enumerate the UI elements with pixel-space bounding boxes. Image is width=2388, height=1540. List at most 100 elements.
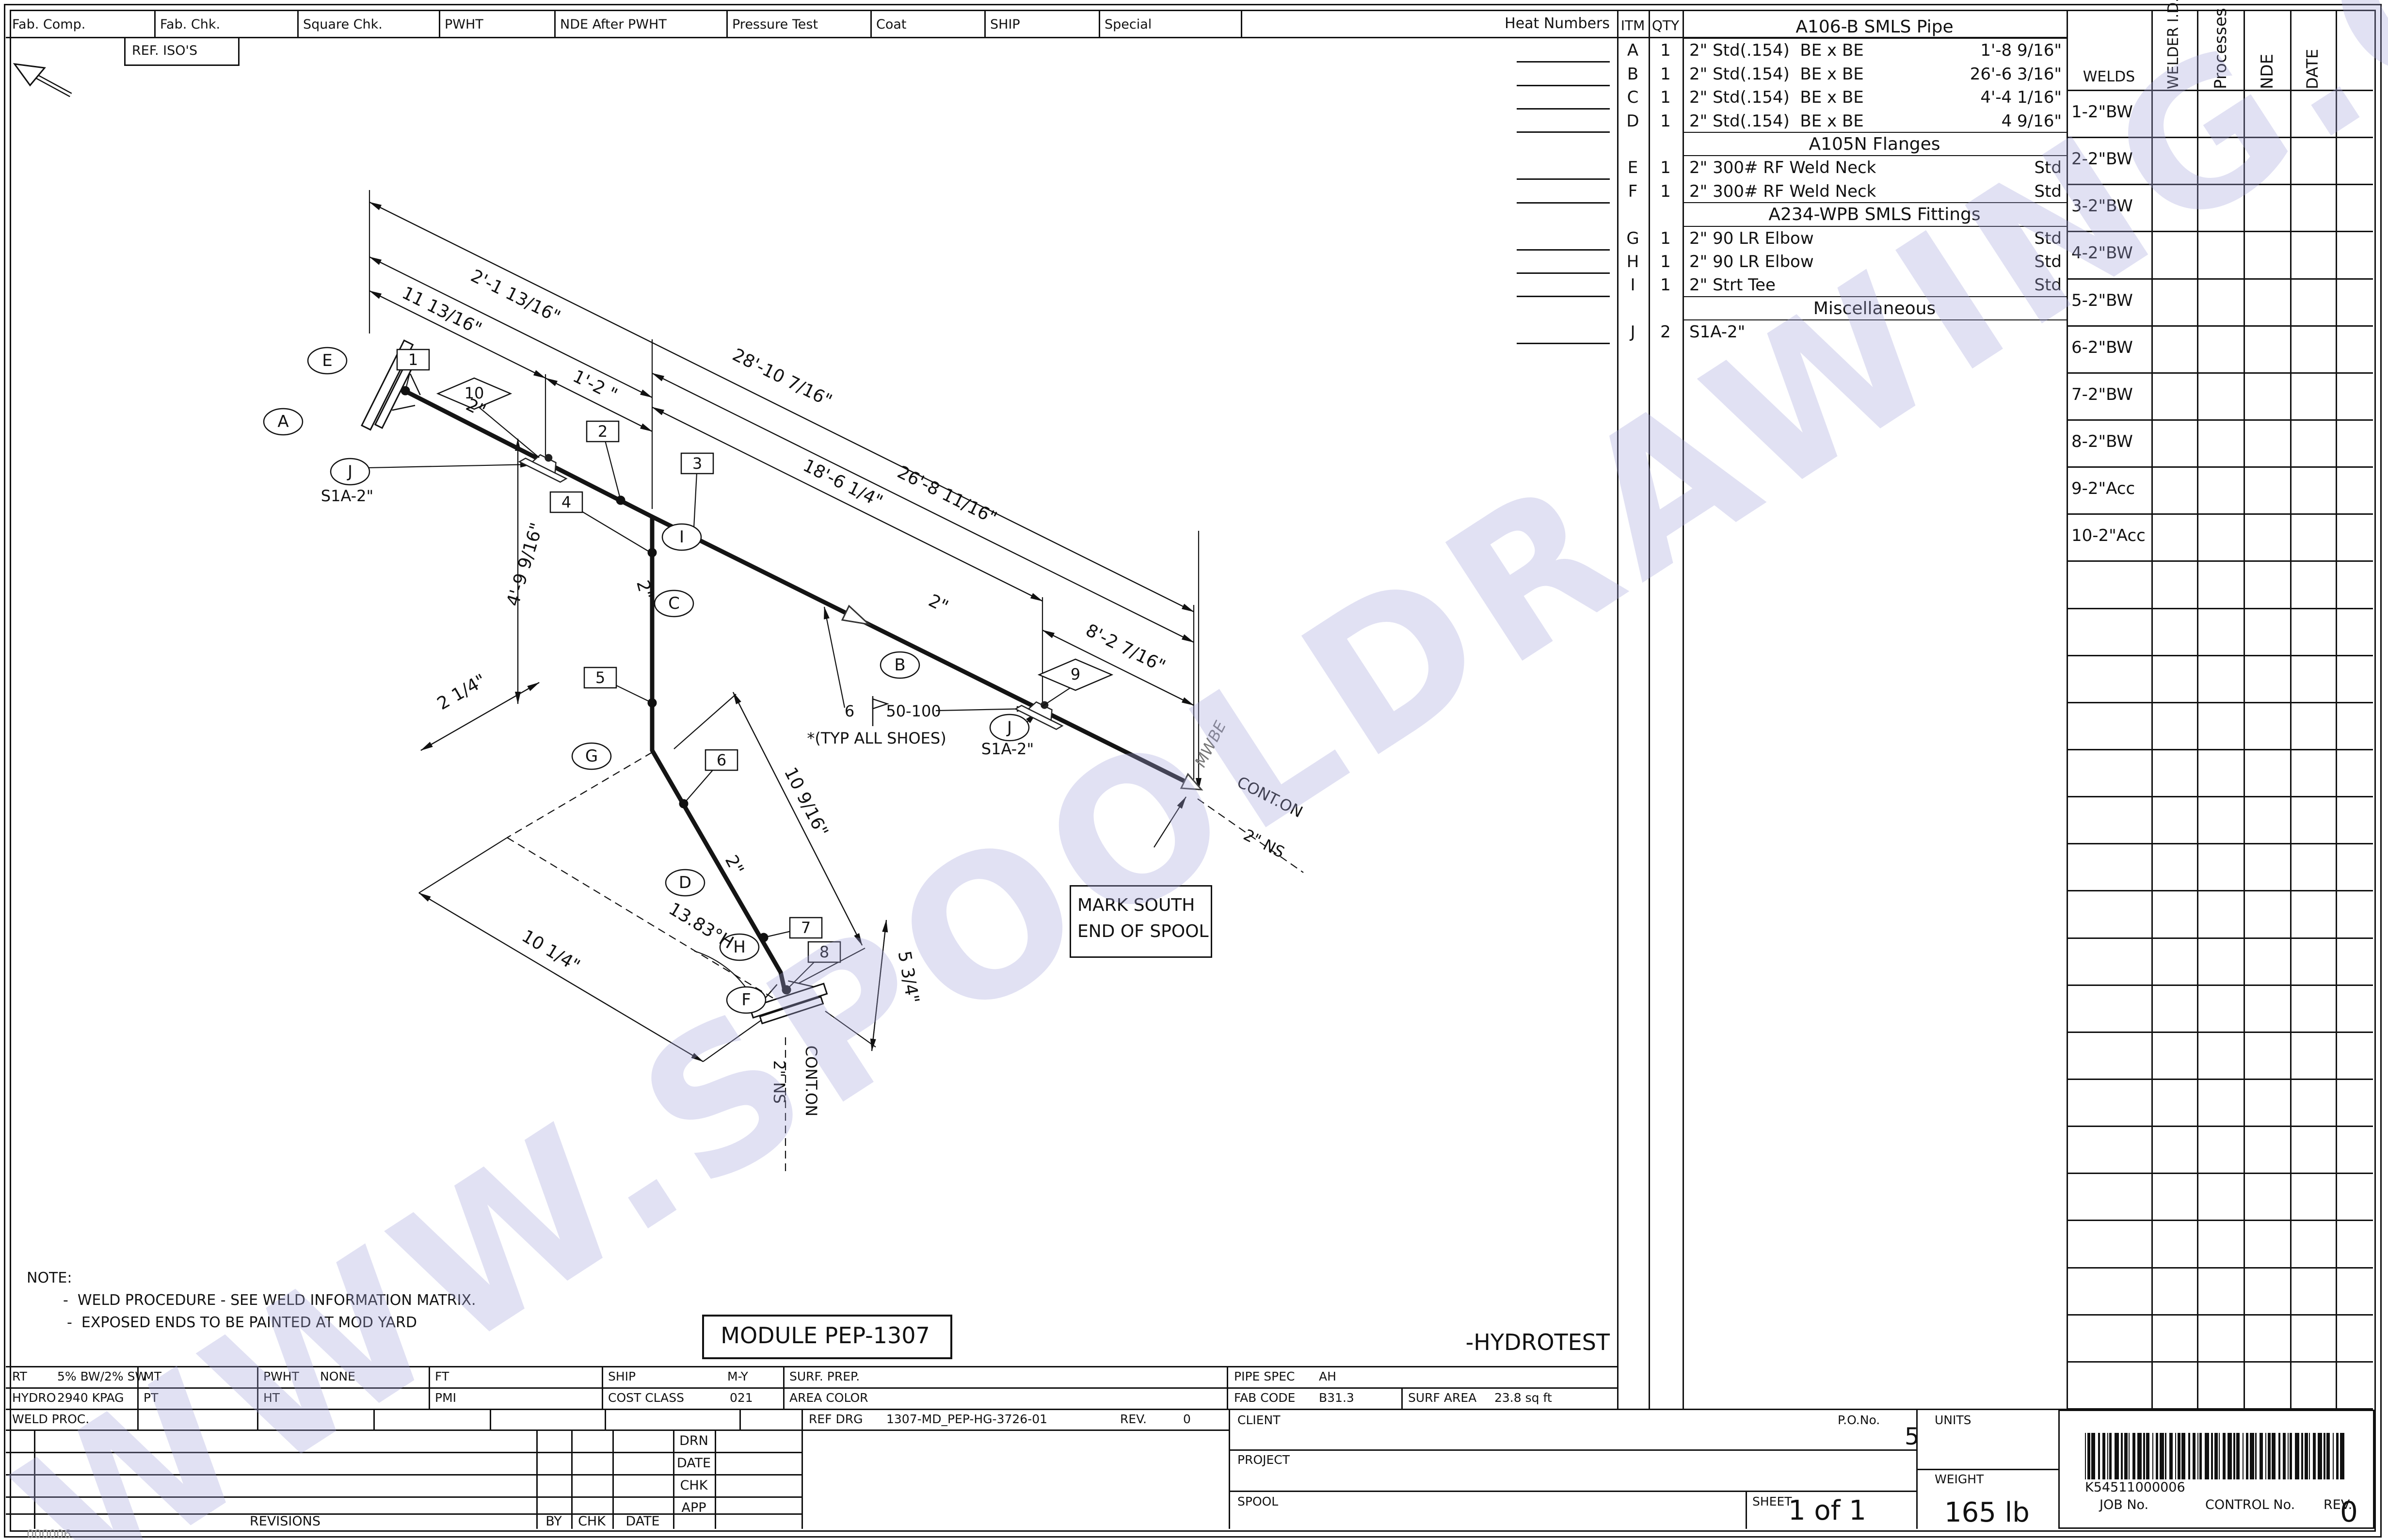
nde-header: NDE	[2258, 53, 2277, 89]
dim-line	[733, 692, 863, 946]
grid-hline	[6, 1429, 1229, 1431]
dim-label: 2"	[925, 591, 951, 617]
weld-row-line	[2067, 843, 2373, 844]
barcode-bar	[2324, 1433, 2325, 1479]
grid-vline	[2058, 1409, 2060, 1529]
barcode-bar	[2287, 1433, 2289, 1479]
hdr-nde-after: NDE After PWHT	[560, 17, 667, 32]
bom-qty: 1	[1660, 64, 1671, 84]
grid-vline	[870, 10, 872, 37]
tb-sheet-label: SHEET	[1752, 1494, 1792, 1508]
barcode-bar	[2188, 1433, 2190, 1479]
hdr-ship: SHIP	[990, 17, 1020, 32]
barcode-bar	[2236, 1433, 2240, 1479]
hdr-special: Special	[1105, 17, 1152, 32]
grid-vline	[1617, 10, 1619, 1409]
weld-row-label: 8-2"BW	[2071, 432, 2133, 451]
barcode-bar	[2087, 1433, 2090, 1479]
bom-itm: G	[1626, 228, 1639, 248]
item-balloon-letter: B	[894, 655, 905, 675]
barcode-bar	[2143, 1433, 2145, 1479]
dim-label: 28'-10 7/16"	[729, 345, 835, 411]
barcode-bar	[2109, 1433, 2112, 1479]
dim-line	[652, 407, 1043, 602]
barcode-bar	[2289, 1433, 2292, 1479]
tb-weight-value: 165 lb	[1944, 1497, 2030, 1528]
grid-vline	[257, 1409, 258, 1429]
bom-section-underline	[1683, 38, 2067, 39]
grid-hline	[6, 1496, 801, 1498]
weld-row-line	[2067, 1314, 2373, 1316]
bom-section-underline	[1683, 155, 2067, 157]
bom-length: Std	[2034, 252, 2062, 271]
barcode-bar	[2197, 1433, 2198, 1479]
tb-surfarea-value: 23.8 sq ft	[1494, 1391, 1552, 1405]
hdr-coat: Coat	[876, 17, 907, 32]
item-balloon	[880, 651, 920, 679]
barcode-bar	[2305, 1433, 2308, 1479]
bom-qty: 1	[1660, 228, 1671, 248]
bom-itm: A	[1627, 41, 1639, 61]
rev-row-label: CHK	[680, 1478, 708, 1493]
rev-row-label: DRN	[679, 1433, 708, 1448]
weld-row-line	[2067, 513, 2373, 515]
barcode-bar	[2214, 1433, 2218, 1479]
item-balloon-letter: J	[1006, 718, 1012, 737]
grid-hline	[2067, 90, 2373, 91]
dim-label: 11 13/16"	[399, 283, 485, 339]
pipe-shoe	[518, 454, 568, 483]
pipe-shoe	[1014, 701, 1064, 730]
barcode-bar	[2160, 1433, 2164, 1479]
barcode	[2085, 1433, 2347, 1479]
grid-hline	[6, 1366, 1617, 1367]
dim-label: 10 9/16"	[780, 764, 832, 840]
weld-row-line	[2067, 1267, 2373, 1269]
weld-point	[647, 548, 657, 557]
tb-client-label: CLIENT	[1237, 1413, 1281, 1427]
dim-label: 4'-9 9/16"	[503, 521, 547, 609]
grid-vline	[2244, 10, 2245, 1409]
tb-pmi-label: PMI	[435, 1391, 457, 1405]
mark-south-line2: END OF SPOOL	[1077, 921, 1209, 941]
bom-itm-header: ITM	[1620, 17, 1645, 33]
drawing-text: CONT.ON	[1234, 773, 1306, 821]
weld-row-line	[2067, 749, 2373, 750]
note-line2: - EXPOSED ENDS TO BE PAINTED AT MOD YARD	[67, 1314, 417, 1331]
bom-section-underline	[1683, 319, 2067, 321]
tb-rt-value: 5% BW/2% SW	[57, 1369, 147, 1383]
barcode-bar	[2336, 1433, 2339, 1479]
dim-label: 26'-8 11/16"	[894, 462, 1000, 528]
barcode-bar	[2098, 1433, 2100, 1479]
pipe-d	[650, 748, 787, 992]
weld-number: 3	[692, 454, 702, 473]
heat-number-line	[1517, 108, 1610, 110]
barcode-bar	[2129, 1433, 2130, 1479]
weld-row-line	[2067, 1220, 2373, 1221]
weld-row-line	[2067, 231, 2373, 232]
barcode-bar	[2326, 1433, 2330, 1479]
item-balloon	[654, 589, 694, 618]
grid-hline	[6, 1387, 1617, 1389]
barcode-bar	[2301, 1433, 2303, 1479]
bom-qty: 1	[1660, 41, 1671, 61]
item-balloon-letter: G	[585, 746, 598, 766]
weld-row-label: 6-2"BW	[2071, 338, 2133, 357]
tb-fabcode-value: B31.3	[1319, 1391, 1354, 1405]
barcode-bar	[2121, 1433, 2123, 1479]
heat-number-line	[1517, 272, 1610, 274]
bom-qty: 1	[1660, 88, 1671, 108]
grid-vline	[297, 10, 299, 37]
grid-hline	[6, 1409, 2373, 1410]
dim-label: 1'-2 "	[570, 366, 621, 405]
bom-itm: J	[1630, 322, 1635, 342]
tb-pt-label: PT	[144, 1391, 159, 1405]
weld-row-label: 2-2"BW	[2071, 149, 2133, 169]
bom-length: 4'-4 1/16"	[1980, 88, 2062, 108]
grid-vline	[726, 10, 728, 37]
weld-row-line	[2067, 1173, 2373, 1174]
barcode-bar	[2102, 1433, 2106, 1479]
welder-id-header: WELDER I.D.	[2165, 0, 2182, 89]
grid-hline	[1229, 1449, 1916, 1451]
barcode-bar	[2178, 1433, 2180, 1479]
dim-line	[418, 892, 704, 1062]
